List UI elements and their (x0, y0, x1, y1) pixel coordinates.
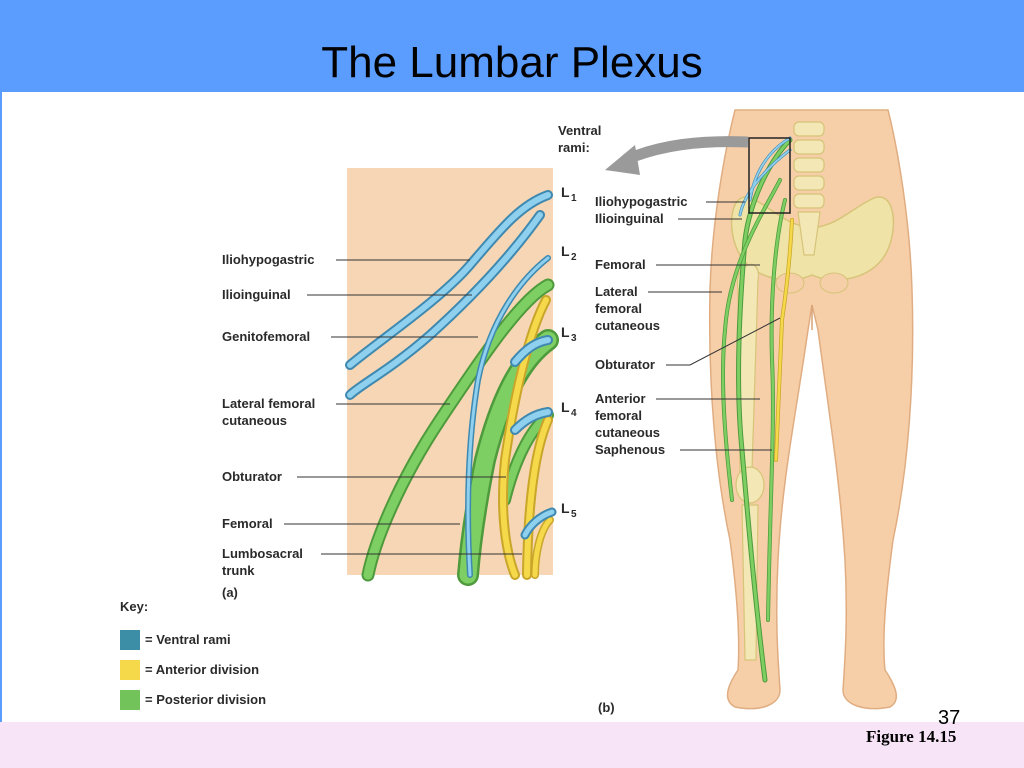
label-iliohypogastric-b: Iliohypogastric (595, 194, 687, 209)
key-label-ventral-rami: = Ventral rami (145, 632, 231, 647)
label-genitofemoral-a: Genitofemoral (222, 329, 310, 344)
key-title: Key: (120, 599, 148, 614)
svg-text:L: L (561, 184, 570, 200)
svg-text:2: 2 (571, 252, 577, 263)
label-femoral-b: Femoral (595, 257, 646, 272)
caption-b: (b) (598, 700, 615, 715)
key-swatch-posterior-division (120, 690, 140, 710)
footer-bar (0, 722, 1024, 768)
svg-text:L: L (561, 500, 570, 516)
label-obturator-a: Obturator (222, 469, 282, 484)
title-bar (0, 0, 1024, 92)
key-label-anterior-division: = Anterior division (145, 662, 259, 677)
left-border (0, 92, 2, 722)
label-ilioinguinal-a: Ilioinguinal (222, 287, 291, 302)
caption-a: (a) (222, 585, 238, 600)
svg-text:5: 5 (571, 509, 577, 520)
panel-a-leader-lines (284, 259, 522, 555)
label-saphenous-b: Saphenous (595, 442, 665, 457)
lumbar-vertebrae (793, 121, 825, 256)
ventral-rami-label-line2: rami: (558, 140, 590, 155)
label-trunk-a: trunk (222, 563, 255, 578)
ventral-rami-arrow (605, 136, 749, 175)
svg-text:1: 1 (571, 193, 577, 204)
svg-text:4: 4 (571, 408, 577, 419)
svg-text:L: L (561, 324, 570, 340)
label-femoral-a: Femoral (222, 516, 273, 531)
svg-text:L: L (561, 243, 570, 259)
panel-b-nerves (720, 136, 794, 683)
panel-b-leader-lines (648, 201, 781, 451)
label-lateral-femoral-a: Lateral femoral (222, 396, 315, 411)
label-femoral-b-3: femoral (595, 408, 642, 423)
svg-text:L: L (561, 399, 570, 415)
label-anterior-b: Anterior (595, 391, 646, 406)
slide-number: 37 (938, 707, 961, 729)
label-iliohypogastric-a: Iliohypogastric (222, 252, 314, 267)
label-lateral-b: Lateral (595, 284, 638, 299)
slide-title: The Lumbar Plexus (321, 38, 703, 87)
figure-reference: Figure 14.15 (866, 727, 957, 746)
label-cutaneous-b: cutaneous (595, 318, 660, 333)
svg-text:3: 3 (571, 333, 577, 344)
label-lumbosacral-a: Lumbosacral (222, 546, 303, 561)
label-ilioinguinal-b: Ilioinguinal (595, 211, 664, 226)
panel-a-nerves (345, 190, 559, 586)
key-swatch-anterior-division (120, 660, 140, 680)
label-cutaneous-a: cutaneous (222, 413, 287, 428)
leg-bones (735, 263, 765, 661)
label-cutaneous-b-2: cutaneous (595, 425, 660, 440)
label-femoral-b-2: femoral (595, 301, 642, 316)
key-label-posterior-division: = Posterior division (145, 692, 266, 707)
label-obturator-b: Obturator (595, 357, 655, 372)
key-swatch-ventral-rami (120, 630, 140, 650)
inset-box (748, 137, 791, 214)
ventral-rami-label-line1: Ventral (558, 123, 601, 138)
